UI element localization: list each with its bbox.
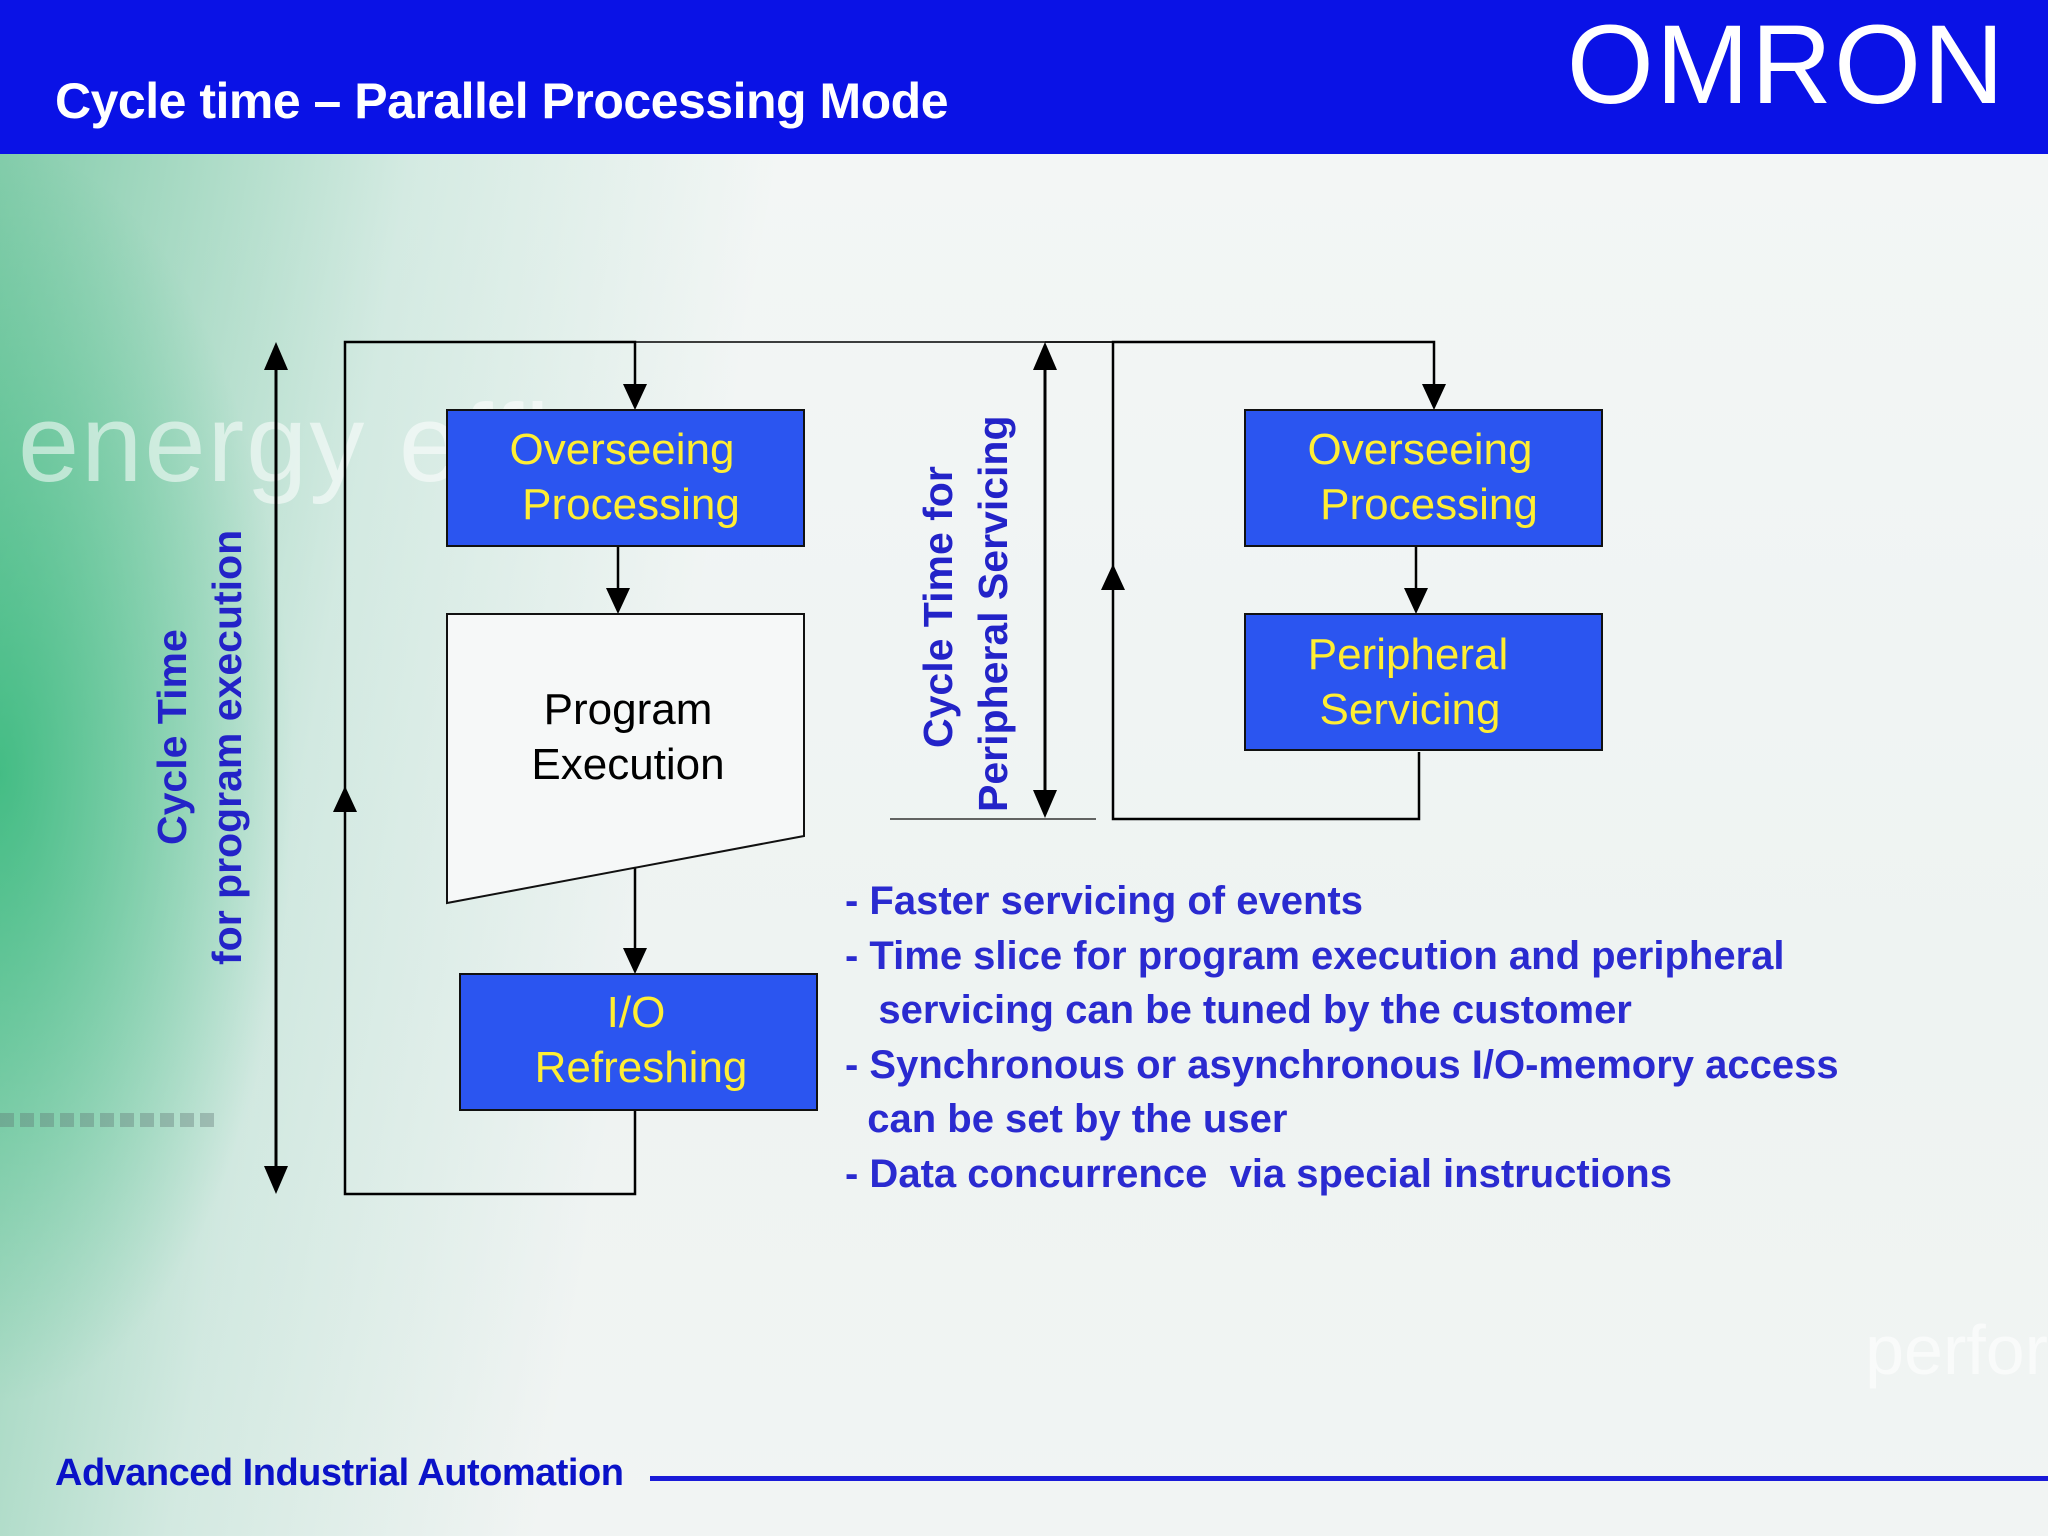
left-cycle-label-line2: for program execution bbox=[204, 530, 250, 965]
io-line2: Refreshing bbox=[535, 1043, 748, 1092]
peripheral-servicing-box: Peripheral Servicing bbox=[1244, 613, 1603, 751]
program-line2: Execution bbox=[531, 740, 724, 789]
bullet-item: can be set by the user bbox=[845, 1097, 1288, 1141]
left-cycle-label-line1: Cycle Time bbox=[149, 629, 195, 845]
program-line1: Program bbox=[544, 685, 713, 734]
mid-cycle-time-label: Cycle Time for Peripheral Servicing bbox=[915, 415, 1016, 812]
io-refreshing-box: I/O Refreshing bbox=[459, 973, 818, 1111]
left-overseeing-box: Overseeing Processing bbox=[446, 409, 805, 547]
omron-logo: OMRON bbox=[1566, 2, 2006, 127]
left-cycle-double-arrow bbox=[264, 342, 288, 1194]
io-line1: I/O bbox=[607, 988, 666, 1037]
peripheral-line2: Servicing bbox=[1320, 685, 1501, 734]
header-bar bbox=[0, 0, 2048, 154]
peripheral-line1: Peripheral bbox=[1308, 630, 1509, 679]
page-title: Cycle time – Parallel Processing Mode bbox=[55, 73, 949, 129]
bullet-item: servicing can be tuned by the customer bbox=[845, 988, 1632, 1032]
left-cycle-time-label: Cycle Time for program execution bbox=[149, 530, 250, 965]
bullet-item: - Data concurrence via special instructi… bbox=[845, 1151, 1672, 1196]
right-loop-connectors bbox=[345, 340, 1446, 821]
mid-cycle-label-line1: Cycle Time for bbox=[915, 466, 961, 748]
footer-divider bbox=[650, 1476, 2048, 1481]
bullet-item: - Synchronous or asynchronous I/O-memory… bbox=[845, 1042, 1839, 1087]
background-watermark-word-2: perfor bbox=[1865, 1311, 2048, 1389]
left-overseeing-line1: Overseeing bbox=[509, 425, 734, 474]
background-dash-strip bbox=[0, 1113, 215, 1127]
right-overseeing-line1: Overseeing bbox=[1307, 425, 1532, 474]
mid-cycle-double-arrow bbox=[890, 342, 1096, 820]
footer-tagline: Advanced Industrial Automation bbox=[55, 1452, 624, 1494]
background bbox=[0, 154, 2048, 1536]
bullet-item: - Time slice for program execution and p… bbox=[845, 933, 1785, 978]
right-overseeing-box: Overseeing Processing bbox=[1244, 409, 1603, 547]
program-execution-box: Program Execution bbox=[446, 613, 805, 905]
feature-bullet-list: - Faster servicing of events - Time slic… bbox=[845, 874, 2025, 1201]
bullet-item: - Faster servicing of events bbox=[845, 879, 1363, 923]
left-overseeing-line2: Processing bbox=[522, 480, 740, 529]
right-overseeing-line2: Processing bbox=[1320, 480, 1538, 529]
left-loop-connectors bbox=[333, 340, 647, 1196]
mid-cycle-label-line2: Peripheral Servicing bbox=[970, 415, 1016, 812]
